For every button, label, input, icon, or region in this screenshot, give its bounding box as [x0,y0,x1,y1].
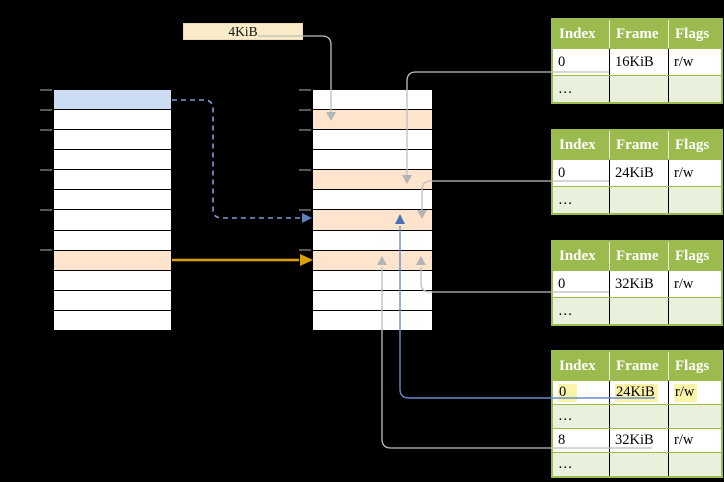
memory-row [313,129,432,150]
cell-frame [609,187,668,213]
cell-frame: 24KiB [609,160,668,186]
memory-row [313,209,432,230]
cell-flags [668,405,721,428]
memory-row [54,149,171,170]
frame-table-row: … [553,404,721,428]
memory-row [313,229,432,250]
memory-row [313,90,432,110]
memory-row [313,289,432,310]
cell-flags: r/w [668,429,721,452]
cell-flags: r/w [668,271,721,297]
cell-frame: 24KiB [609,381,668,404]
cell-flags: r/w [668,49,721,75]
memory-row [54,249,171,270]
memory-row [54,209,171,230]
physical-memory-column [312,89,433,331]
cell-index: 0 [553,381,609,404]
cell-flags [668,76,721,102]
cell-index: 8 [558,432,566,448]
memory-row [54,169,171,190]
memory-row [54,189,171,210]
cell-index: … [558,191,573,208]
memory-row [313,169,432,190]
column-header: Frame [609,242,668,270]
memory-row [313,269,432,290]
frame-table-row: … [553,297,721,324]
column-header: Index [559,137,596,153]
frame-table-row: … [553,452,721,476]
cell-index: 0 [558,164,566,181]
memory-row [54,129,171,150]
memory-row [54,109,171,130]
cell-frame [609,405,668,428]
frame-table-row: 0 24KiB r/w [553,380,721,404]
memory-row [54,229,171,250]
cell-index: … [558,80,573,97]
virtual-memory-column [53,89,172,331]
column-header: Index [559,248,596,264]
cell-frame: 32KiB [609,429,668,452]
cell-frame [609,76,668,102]
cell-frame: 16KiB [609,49,668,75]
memory-row [54,90,171,110]
page-size-label-box: 4KiB [183,23,303,40]
memory-row [54,269,171,290]
memory-row [313,109,432,130]
cell-flags [668,298,721,324]
cell-index: … [558,456,573,472]
column-header: Frame [609,131,668,159]
cell-frame: 32KiB [609,271,668,297]
cell-index: 0 [558,53,566,70]
cell-flags: r/w [668,160,721,186]
memory-row [54,309,171,330]
highlighted-value: r/w [674,383,698,402]
cell-index: 0 [558,275,566,292]
frame-table-row: … [553,186,721,213]
frame-table-row: … [553,75,721,102]
column-header: Flags [668,352,721,380]
memory-row [313,189,432,210]
column-header: Flags [668,20,721,48]
virtual-blue-row-to-frame-24k-arrowhead [302,213,312,223]
cell-index: … [558,302,573,319]
memory-row [313,249,432,270]
column-header: Flags [668,131,721,159]
cell-frame [609,453,668,476]
column-header: Frame [609,352,668,380]
cell-frame [609,298,668,324]
cell-flags: r/w [668,381,721,404]
memory-row [54,289,171,310]
virtual-blue-row-to-frame-24k-line [172,99,300,219]
highlighted-value: 0 [558,383,578,402]
cell-flags [668,187,721,213]
cell-flags [668,453,721,476]
cell-index: … [558,408,573,424]
memory-row [313,309,432,330]
column-header: Index [559,358,596,374]
column-header: Index [559,26,596,42]
column-header: Flags [668,242,721,270]
memory-row [313,149,432,170]
column-header: Frame [609,20,668,48]
page-size-text: 4KiB [228,23,258,39]
highlighted-value: 24KiB [615,383,658,402]
